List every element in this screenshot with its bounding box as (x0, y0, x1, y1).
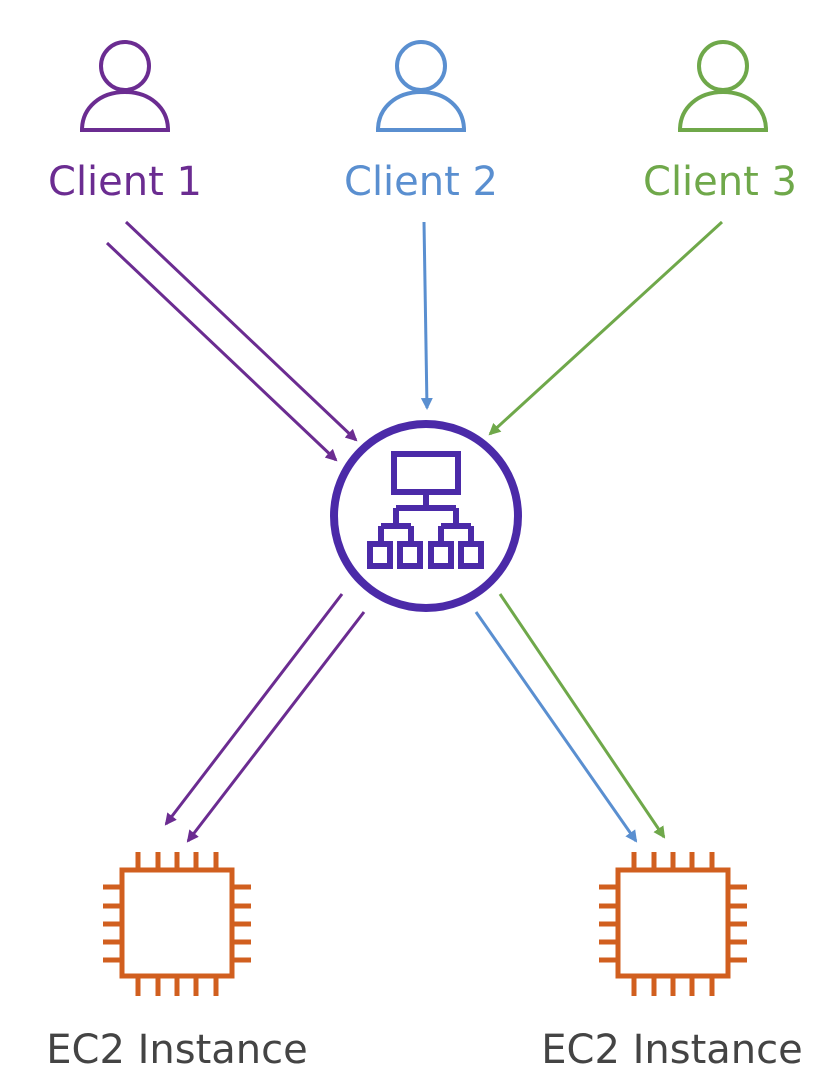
load-balancer-icon (367, 451, 484, 569)
arrow-client1-to-lb-a (105, 241, 338, 462)
chip-icon (103, 852, 251, 996)
ec2-instance-2: EC2 Instance (541, 852, 803, 1073)
ec2-instance-1-label: EC2 Instance (46, 1027, 308, 1073)
chip-icon (599, 852, 747, 996)
arrow-lb-to-instance1-a (164, 593, 344, 826)
client-1: Client 1 (48, 40, 202, 205)
client-2: Client 2 (344, 40, 498, 205)
arrow-lb-to-instance2-blue (474, 611, 638, 843)
user-icon (79, 40, 171, 132)
client-2-label: Client 2 (344, 159, 498, 205)
arrow-client2-to-lb (420, 221, 433, 410)
ec2-instance-1: EC2 Instance (46, 852, 308, 1073)
load-balancer (330, 420, 522, 612)
user-icon (375, 40, 467, 132)
client-1-label: Client 1 (48, 159, 202, 205)
arrow-client1-to-lb-b (124, 220, 358, 442)
user-icon (677, 40, 769, 132)
arrow-client3-to-lb (488, 220, 724, 436)
ec2-instance-2-label: EC2 Instance (541, 1027, 803, 1073)
arrow-lb-to-instance1-b (186, 611, 366, 843)
arrow-lb-to-instance2-green (498, 593, 666, 839)
client-3-label: Client 3 (643, 159, 797, 205)
client-3: Client 3 (643, 40, 797, 205)
